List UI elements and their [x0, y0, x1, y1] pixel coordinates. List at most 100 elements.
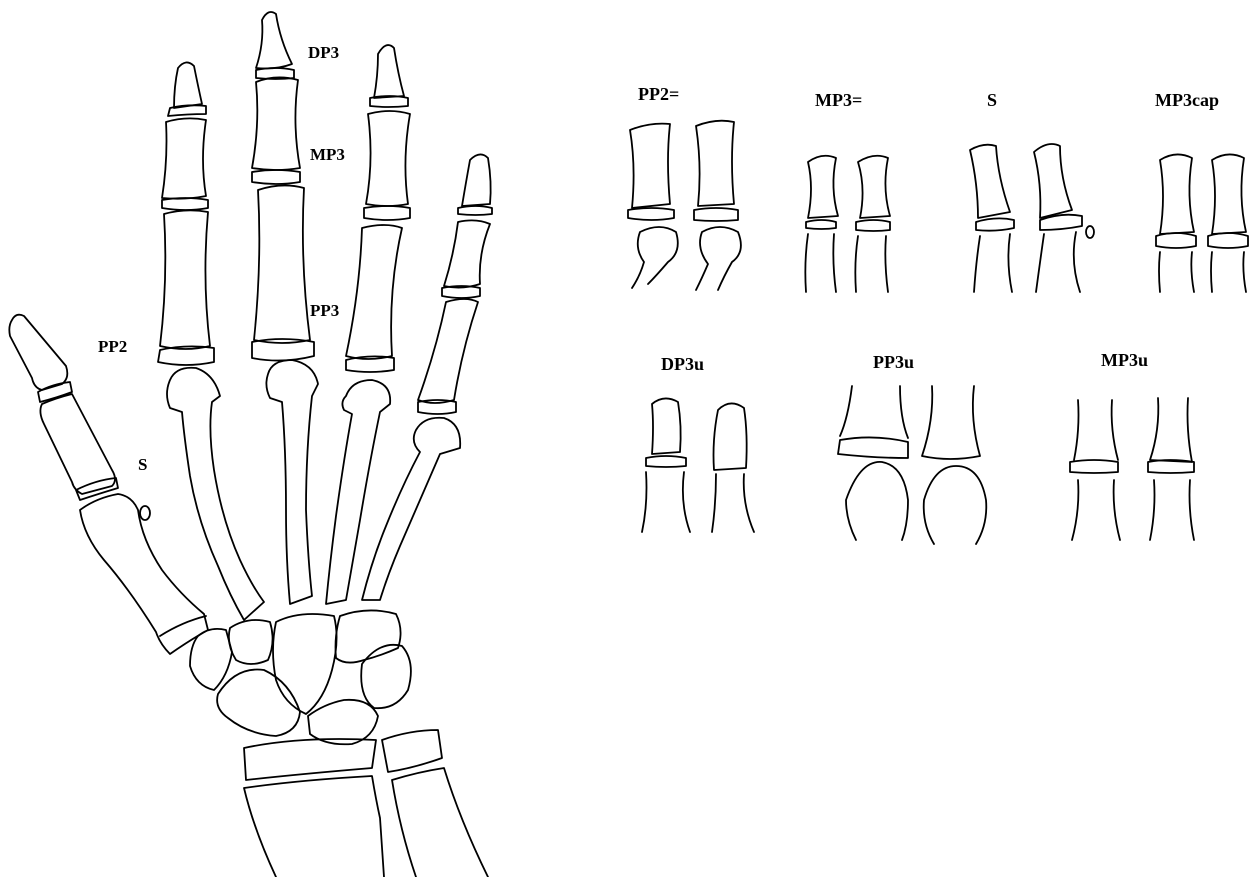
- panel-mp3u: MP3u: [1070, 350, 1194, 540]
- little-distal-phalanx: [462, 154, 491, 206]
- panel-joint: [846, 462, 908, 540]
- sesamoid-bone: [140, 506, 150, 520]
- panel-epiphysis: [856, 220, 890, 231]
- panel-shaft: [805, 234, 836, 292]
- label-pp2: PP2: [98, 337, 127, 356]
- panel-pp3u: PP3u: [838, 352, 986, 544]
- panel-bone: [652, 398, 681, 454]
- trapezium: [190, 629, 232, 690]
- panel-label-mp3cap: MP3cap: [1155, 90, 1219, 110]
- panel-epiphysis: [838, 437, 908, 458]
- panel-epiphysis: [628, 208, 674, 220]
- panel-bone: [808, 156, 838, 218]
- thumb-distal-phalanx: [9, 315, 67, 390]
- panel-epiphysis: [1070, 460, 1118, 473]
- panel-shaft: [712, 474, 754, 532]
- ring-middle-phalanx: [366, 111, 410, 206]
- scaphoid: [217, 670, 300, 737]
- radius-epiphysis: [244, 739, 376, 780]
- hand-skeleton: [9, 12, 492, 877]
- panel-shaft: [1072, 480, 1120, 540]
- thumb-proximal-phalanx: [40, 394, 115, 494]
- panel-bone: [714, 403, 747, 470]
- triquetrum: [361, 645, 411, 708]
- thumb-metacarpal-epiphysis: [160, 616, 206, 636]
- index-finger: [158, 62, 264, 620]
- panel-epiphysis: [694, 208, 738, 221]
- panel-s: S: [970, 90, 1094, 292]
- panel-label-pp3u: PP3u: [873, 352, 914, 372]
- ring-metacarpal: [326, 380, 390, 604]
- little-proximal-phalanx: [418, 299, 478, 403]
- thumb-metacarpal: [80, 494, 208, 654]
- panel-shaft: [642, 472, 690, 532]
- panel-shaft: [922, 386, 980, 459]
- lunate: [308, 700, 378, 744]
- panel-label-s: S: [987, 90, 997, 110]
- panel-mp3cap: MP3cap: [1155, 90, 1248, 292]
- panel-joint: [632, 227, 678, 288]
- panel-epiphysis: [1208, 233, 1248, 248]
- radius-shaft: [244, 776, 384, 877]
- panel-pp2-eq: PP2=: [628, 84, 741, 290]
- ring-finger: [326, 45, 410, 604]
- panel-label-mp3u: MP3u: [1101, 350, 1148, 370]
- panel-bone: [858, 156, 890, 218]
- panel-shaft: [1211, 252, 1246, 292]
- index-proximal-phalanx: [160, 210, 210, 349]
- little-middle-phalanx: [444, 220, 490, 287]
- ring-distal-phalanx: [374, 45, 404, 98]
- panel-bone: [1160, 154, 1194, 234]
- little-finger: [362, 154, 492, 600]
- forearm-bones: [244, 730, 488, 877]
- panel-bone: [1150, 398, 1192, 462]
- trapezoid: [229, 620, 273, 664]
- middle-proximal-phalanx: [254, 185, 310, 343]
- capitate: [273, 614, 337, 714]
- panel-bone: [696, 121, 734, 206]
- panel-shaft: [974, 234, 1012, 292]
- panel-dp3u: DP3u: [642, 354, 754, 532]
- panel-shaft: [1074, 400, 1118, 460]
- sesamoid-bone-panel: [1086, 226, 1094, 238]
- panel-shaft: [1036, 232, 1080, 292]
- label-s: S: [138, 455, 147, 474]
- index-middle-phalanx: [162, 118, 206, 198]
- panel-epiphysis: [806, 220, 836, 229]
- panel-label-pp2-eq: PP2=: [638, 84, 679, 104]
- label-pp3: PP3: [310, 301, 339, 320]
- panel-joint: [696, 227, 741, 290]
- panel-epiphysis: [646, 456, 686, 467]
- middle-mp-epiphysis: [252, 170, 300, 184]
- panel-bone: [1212, 154, 1246, 234]
- panel-shaft: [840, 386, 908, 438]
- middle-metacarpal: [266, 360, 318, 604]
- panel-label-dp3u: DP3u: [661, 354, 704, 374]
- index-metacarpal: [167, 368, 264, 620]
- panel-epiphysis: [976, 218, 1014, 230]
- middle-distal-phalanx: [256, 12, 292, 69]
- ring-mp-epiphysis: [364, 206, 410, 220]
- ring-proximal-phalanx: [346, 225, 402, 359]
- panel-epiphysis: [1156, 233, 1196, 248]
- carpal-bones: [190, 610, 411, 744]
- ulna-shaft: [392, 768, 488, 877]
- panel-bone: [630, 124, 670, 208]
- panel-shaft: [1150, 480, 1194, 540]
- panel-bone: [1034, 144, 1072, 218]
- panel-mp3-eq: MP3=: [805, 90, 890, 292]
- index-distal-phalanx: [174, 62, 202, 108]
- panel-shaft: [855, 236, 888, 292]
- middle-finger: [252, 12, 318, 604]
- label-mp3: MP3: [310, 145, 345, 164]
- little-dp-epiphysis: [458, 206, 492, 215]
- thumb-pp-epiphysis: [76, 478, 118, 500]
- hamate: [336, 610, 401, 662]
- panel-bone: [970, 145, 1010, 218]
- index-mp-epiphysis: [162, 198, 208, 210]
- panel-shaft: [1159, 252, 1194, 292]
- ulna-epiphysis: [382, 730, 442, 772]
- panel-label-mp3-eq: MP3=: [815, 90, 862, 110]
- little-metacarpal: [362, 418, 460, 600]
